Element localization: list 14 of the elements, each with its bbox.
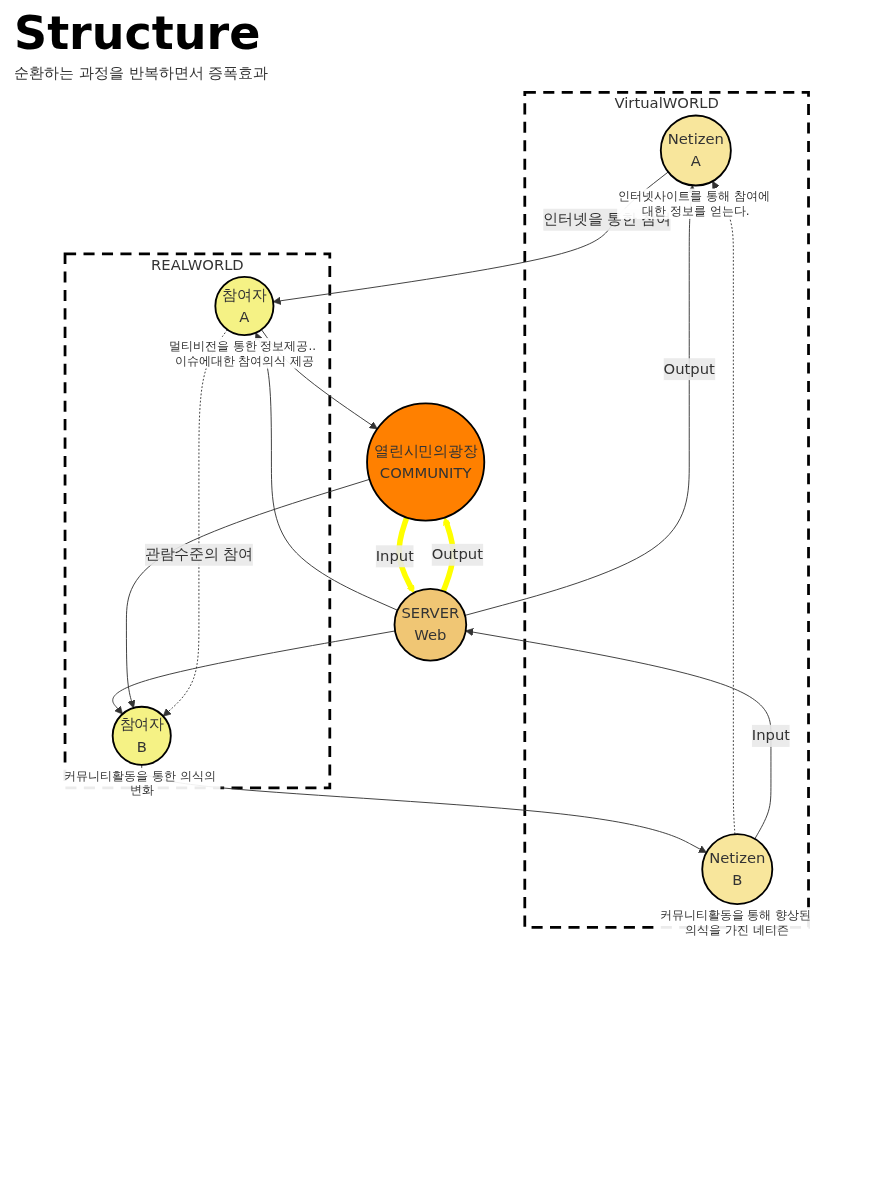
node-circle: 참여자 B xyxy=(111,705,172,766)
edge-label: 관람수준의 참여 xyxy=(144,545,253,564)
node-caption: 멀티비전을 통한 정보제공.. 이슈에대한 참여의식 제공 xyxy=(168,338,317,368)
edge-label: Output xyxy=(663,359,715,378)
edge-label: Input xyxy=(375,547,415,565)
edge-label: Output xyxy=(431,545,483,564)
node-circle: 열린시민의광장 COMMUNITY xyxy=(366,402,486,522)
node-circle: Netizen A xyxy=(659,114,732,187)
node-circle: 참여자 A xyxy=(214,276,275,336)
edge-label: Input xyxy=(751,726,791,745)
node-circle: Netizen B xyxy=(701,833,774,906)
node-circle: SERVER Web xyxy=(393,587,468,662)
diagram-title: Structure xyxy=(14,6,262,60)
note-text: 순환하는 과정을 반복하면서 증폭효과 xyxy=(14,64,269,83)
